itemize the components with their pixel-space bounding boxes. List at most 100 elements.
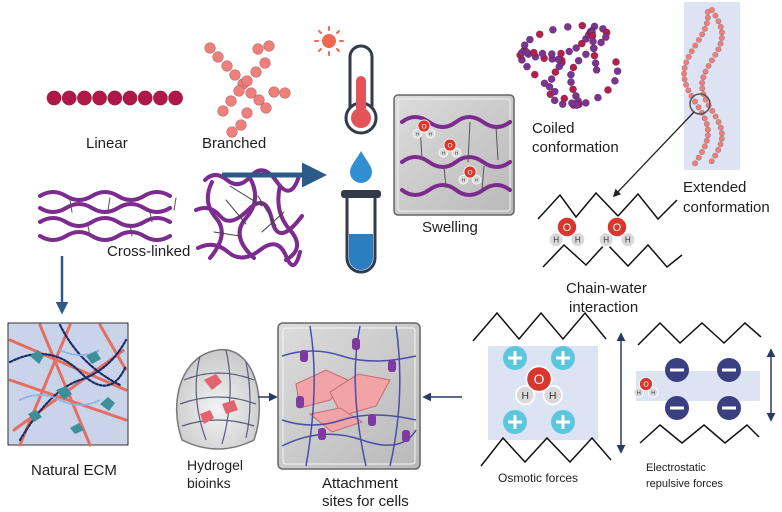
polymer-bead xyxy=(712,152,719,159)
polymer-bead xyxy=(245,87,257,99)
polymer-bead xyxy=(212,51,224,63)
polymer-bead xyxy=(715,46,722,53)
hydrogen-atom-label: H xyxy=(429,131,433,137)
polymer-bead xyxy=(601,33,610,42)
test-tube-icon xyxy=(341,190,381,274)
coiled-polymer xyxy=(516,21,622,109)
polymer-bead xyxy=(551,68,560,76)
hydrogen-atom xyxy=(633,387,645,398)
polymer-bead xyxy=(535,30,544,39)
extended-panel xyxy=(684,2,740,170)
polymer-bead xyxy=(712,51,719,58)
water-drop-icon xyxy=(350,151,372,183)
magnifier-circle xyxy=(689,93,711,115)
polymer-bead xyxy=(717,141,724,148)
branched-polymer xyxy=(204,40,291,138)
attachment-sites-box xyxy=(277,322,421,470)
polymer-bead xyxy=(703,121,710,128)
polymer-bead xyxy=(229,69,241,81)
polymer-bead xyxy=(703,137,710,144)
polymer-bead xyxy=(695,154,702,161)
hydrogen-atom xyxy=(438,147,449,158)
electrostatic-zigzag xyxy=(637,321,762,444)
hydrogen-atom xyxy=(569,231,586,248)
polymer-bead xyxy=(717,23,724,30)
polymer-bead xyxy=(705,62,712,69)
polymer-bead xyxy=(523,62,531,71)
polymer-bead xyxy=(691,98,698,105)
oxygen-atom-label: O xyxy=(447,142,452,149)
polymer-bead xyxy=(709,107,716,114)
polymer-bead xyxy=(529,48,538,57)
anion-icon xyxy=(717,358,741,382)
polymer-bead xyxy=(263,40,275,52)
polymer-bead xyxy=(241,75,253,87)
polymer-bead xyxy=(718,34,725,41)
polymer-bead xyxy=(567,78,575,86)
polymer-bead xyxy=(577,39,586,48)
cation-icon xyxy=(503,410,527,434)
polymer-bead xyxy=(701,25,708,32)
label-coiled-conformation: conformation xyxy=(532,139,619,156)
polymer-bead xyxy=(688,48,695,55)
polymer-bead xyxy=(715,18,722,25)
polymer-bead xyxy=(252,43,264,55)
polymer-bead xyxy=(704,14,711,21)
crosslinked-parallel-chains xyxy=(38,190,177,242)
polymer-bead xyxy=(701,143,708,150)
polymer-bead xyxy=(547,75,556,83)
polymer-bead xyxy=(569,85,577,94)
polymer-bead xyxy=(92,90,108,106)
label-natural-ecm: Natural ECM xyxy=(31,462,117,479)
polymer-bead xyxy=(717,124,724,131)
polymer-bead xyxy=(538,49,547,58)
polymer-bead xyxy=(250,66,262,78)
polymer-bead xyxy=(233,85,245,97)
osmotic-zigzag xyxy=(472,311,612,467)
polymer-bead xyxy=(567,70,575,79)
hydrogen-atom-label: H xyxy=(637,390,641,396)
polymer-bead xyxy=(708,57,715,64)
hydrogen-atom-label: H xyxy=(416,131,420,137)
polymer-bead xyxy=(253,94,265,106)
polymer-bead xyxy=(268,86,280,98)
label-coiled: Coiled xyxy=(532,120,575,137)
polymer-bead xyxy=(712,113,719,120)
polymer-bead xyxy=(520,41,529,49)
hydrogen-atom-label: H xyxy=(603,236,609,245)
label-attachment: Attachment xyxy=(322,475,399,492)
polymer-bead xyxy=(704,132,711,139)
polymer-bead xyxy=(221,60,233,72)
polymer-bead xyxy=(699,85,706,92)
natural-ecm-box xyxy=(7,322,129,447)
polymer-bead xyxy=(589,44,598,53)
anion-icon xyxy=(665,358,689,382)
hydrogen-atom-label: H xyxy=(553,236,559,245)
polymer-bead xyxy=(107,90,123,106)
polymer-bead xyxy=(560,94,569,103)
hydrogen-atom xyxy=(598,231,615,248)
oxygen-atom-label: O xyxy=(563,222,571,234)
polymer-bead xyxy=(204,42,216,54)
oxygen-atom xyxy=(443,138,457,152)
polymer-bead xyxy=(152,90,168,106)
polymer-bead xyxy=(550,96,559,105)
oxygen-atom-label: O xyxy=(643,380,649,389)
polymer-bead xyxy=(683,59,690,66)
cation-icon xyxy=(503,346,527,370)
polymer-bead xyxy=(549,25,557,34)
hydrogen-atom-label: H xyxy=(625,236,631,245)
polymer-bead xyxy=(530,70,539,79)
polymer-bead xyxy=(569,63,578,72)
polymer-bead xyxy=(613,67,622,76)
oxygen-atom xyxy=(525,365,553,393)
hydrogen-atom xyxy=(412,128,423,139)
polymer-bead xyxy=(46,90,62,106)
